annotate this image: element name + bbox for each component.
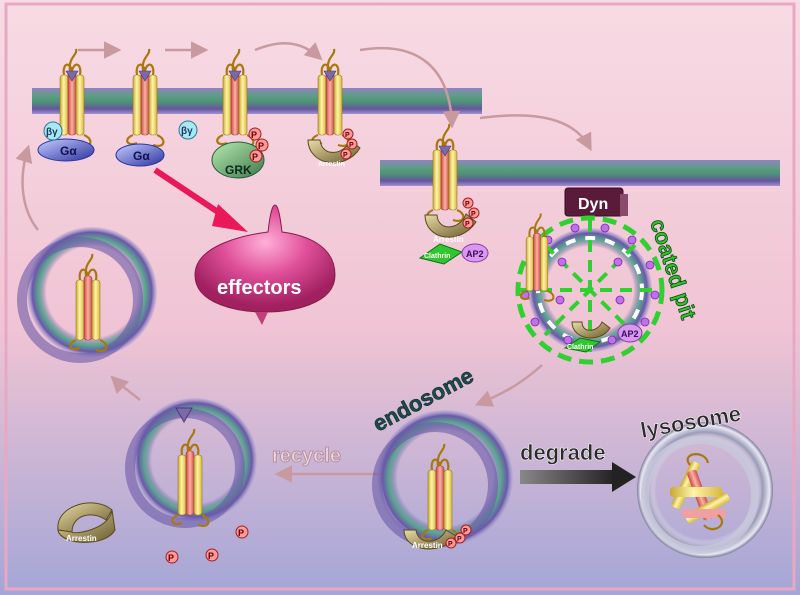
- svg-text:P: P: [238, 528, 244, 538]
- svg-text:P: P: [463, 528, 468, 535]
- dynamin-label: Dyn: [578, 196, 608, 213]
- recycle-label: recycle: [272, 445, 341, 467]
- arrestin-label-4: Arrestin: [412, 541, 443, 550]
- endosome-vesicle: Arrestin P P P: [372, 410, 513, 550]
- arrestin-label: Arrestin: [318, 161, 345, 168]
- g-alpha-label: Gα: [60, 144, 77, 158]
- svg-text:P: P: [465, 201, 470, 208]
- g-betagamma-subunit: [43, 121, 63, 141]
- svg-text:P: P: [448, 541, 453, 548]
- g-betagamma-label-2: βγ: [181, 126, 193, 137]
- arrestin-label-3: Arrestin: [66, 534, 97, 543]
- svg-text:P: P: [349, 142, 354, 149]
- degrade-arrow: [520, 462, 636, 492]
- effector-icon: effectors: [194, 204, 336, 325]
- receptor-activated: Gα βγ: [115, 47, 198, 167]
- svg-text:P: P: [345, 132, 350, 139]
- receptor-g-protein-complex: Gα βγ: [37, 47, 95, 162]
- clathrin-label: Clathrin: [424, 253, 450, 260]
- ap2-label: AP2: [466, 249, 484, 259]
- signal-arrow: [153, 167, 248, 232]
- frame: [4, 2, 796, 591]
- receptor-clathrin-recruitment: Arrestin P P P Clathrin AP2: [418, 122, 489, 265]
- plasma-membrane: [32, 88, 780, 186]
- free-arrestin: Arrestin: [57, 502, 116, 543]
- g-alpha-subunit: [37, 138, 95, 162]
- lysosome-vesicle: [637, 422, 773, 558]
- ap2-label-2: AP2: [621, 329, 639, 339]
- clathrin-cage-icon: Clathrin AP2: [515, 212, 665, 365]
- grk-label: GRK: [225, 163, 252, 177]
- svg-text:P: P: [208, 551, 214, 561]
- flow-arrows: [15, 41, 592, 483]
- svg-text:P: P: [258, 141, 264, 151]
- clathrin-label-2: Clathrin: [567, 344, 593, 351]
- svg-text:P: P: [465, 221, 470, 228]
- svg-text:P: P: [168, 553, 174, 563]
- g-betagamma-label: βγ: [46, 127, 58, 138]
- phosphate-icon: P P P: [248, 127, 269, 163]
- effectors-label: effectors: [217, 277, 301, 299]
- degrade-label: degrade: [520, 440, 606, 465]
- svg-text:P: P: [343, 152, 348, 159]
- svg-text:P: P: [471, 211, 476, 218]
- receptor-arrestin-complex: Arrestin P P P: [307, 47, 361, 168]
- recycling-vesicle: [125, 398, 257, 528]
- vesicle-icon: [17, 227, 157, 363]
- free-phosphates: P P P: [165, 525, 249, 564]
- svg-text:P: P: [252, 152, 258, 162]
- svg-text:P: P: [457, 536, 462, 543]
- dynamin-icon: Dyn: [564, 187, 628, 217]
- receptor-grk-complex: GRK P P P: [211, 47, 269, 179]
- svg-text:P: P: [251, 130, 257, 140]
- arrestin-label-2: Arrestin: [433, 235, 464, 244]
- g-alpha-label-2: Gα: [133, 149, 150, 163]
